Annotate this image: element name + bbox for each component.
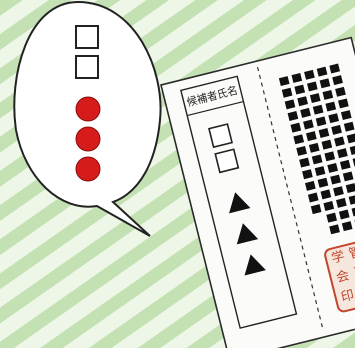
square-mark-icon <box>215 149 238 172</box>
red-circle-mark-icon <box>76 127 100 151</box>
red-circle-mark-icon <box>76 157 100 181</box>
square-mark-icon <box>76 56 98 78</box>
square-mark-icon <box>209 124 232 147</box>
red-circle-mark-icon <box>76 97 100 121</box>
bubble-circle-marks <box>76 97 100 181</box>
square-mark-icon <box>76 26 98 48</box>
stamp-character: 印 <box>340 288 355 306</box>
